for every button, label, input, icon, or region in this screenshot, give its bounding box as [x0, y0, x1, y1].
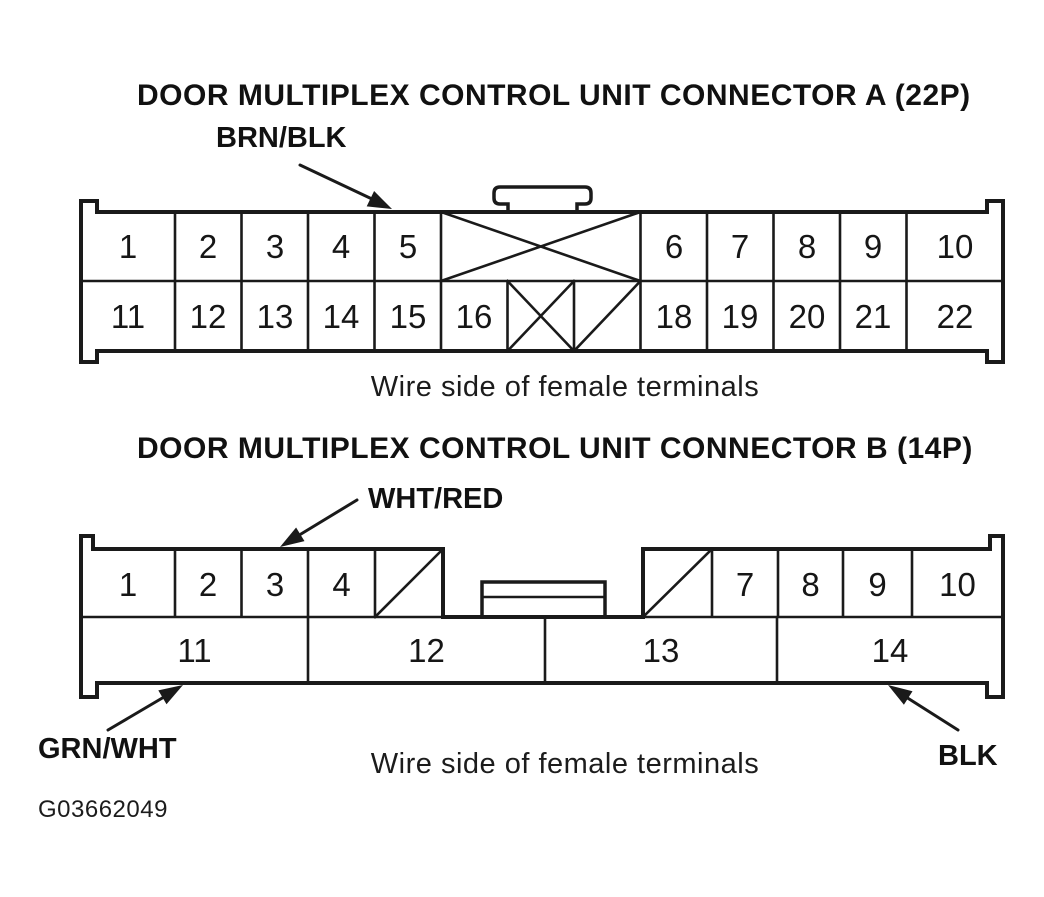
figure-id: G03662049: [38, 796, 168, 823]
grn-wht-arrow-line: [106, 695, 166, 732]
connector-b-wire-label-blk: BLK: [938, 740, 998, 772]
connector-b-pin-12: 12: [408, 632, 445, 669]
connector-a-pin-21: 21: [855, 298, 892, 335]
connector-b-pin-1: 1: [119, 566, 137, 603]
grn-wht-arrowhead-icon: [158, 685, 183, 705]
connector-b-pin-2: 2: [199, 566, 217, 603]
connector-a-pin-13: 13: [257, 298, 294, 335]
connector-a-pin-9: 9: [864, 228, 882, 265]
connector-a-pin-4: 4: [332, 228, 350, 265]
connector-a-latch-tab: [492, 185, 593, 212]
connector-b-pin-4: 4: [332, 566, 350, 603]
wht-red-arrow-line: [299, 498, 359, 536]
connector-b-pin-7: 7: [736, 566, 754, 603]
connector-b-pin-9: 9: [868, 566, 886, 603]
connector-a-pin-grid: [79, 210, 1005, 353]
connector-b-pin-grid: [79, 547, 1005, 685]
wht-red-arrowhead-icon: [280, 527, 305, 547]
connector-b-wire-label-wht-red: WHT/RED: [368, 483, 504, 515]
connector-b-pin-14: 14: [872, 632, 909, 669]
connector-a-pin-6: 6: [665, 228, 683, 265]
connector-b-blocked-cavity-marks: [373, 547, 714, 619]
connector-b-pin-10: 10: [939, 566, 976, 603]
connector-a-pin-19: 19: [722, 298, 759, 335]
wht-red-arrow: [280, 498, 359, 547]
connector-a-pin-5: 5: [399, 228, 417, 265]
brn-blk-arrow: [298, 163, 392, 209]
connector-b-center-key: [480, 580, 607, 619]
connector-a-title: DOOR MULTIPLEX CONTROL UNIT CONNECTOR A …: [137, 79, 971, 112]
connector-a-pin-2: 2: [199, 228, 217, 265]
connector-a-pin-10: 10: [937, 228, 974, 265]
blk-arrow-line: [904, 695, 960, 732]
connector-b-center-key-outline: [480, 580, 607, 619]
connector-b-pin-13: 13: [643, 632, 680, 669]
connector-a-wire-label-brn-blk: BRN/BLK: [216, 122, 347, 154]
connector-a-caption: Wire side of female terminals: [370, 371, 760, 403]
connector-b-wire-label-grn-wht: GRN/WHT: [38, 733, 177, 765]
connector-a-pin-8: 8: [798, 228, 816, 265]
connector-a-blocked-cavity-marks: [439, 210, 643, 353]
grn-wht-arrow: [106, 685, 183, 732]
connector-b-pin-3: 3: [266, 566, 284, 603]
blk-arrowhead-icon: [888, 685, 913, 705]
connector-a-pin-7: 7: [731, 228, 749, 265]
connector-a-pin-15: 15: [390, 298, 427, 335]
connector-b-diagram: 1 2 3 4 7 8 9 10 11 12 13 14: [79, 498, 1005, 732]
brn-blk-arrowhead-icon: [366, 191, 392, 209]
connector-a-pin-20: 20: [789, 298, 826, 335]
connector-a-pin-11: 11: [111, 298, 145, 335]
connector-a-pin-18: 18: [656, 298, 693, 335]
brn-blk-arrow-line: [298, 163, 374, 201]
connector-b-pin-11: 11: [177, 632, 211, 669]
connector-a-pin-16: 16: [456, 298, 493, 335]
connector-a-pin-1: 1: [119, 228, 137, 265]
connector-b-pin-8: 8: [801, 566, 819, 603]
connector-a-pin-12: 12: [190, 298, 227, 335]
blk-arrow: [888, 685, 960, 732]
connector-a-diagram: 1 2 3 4 5 6 7 8 9 10 11 12 13 14 15 16 1…: [79, 163, 1005, 364]
connector-a-housing-outline: [79, 199, 1005, 364]
connector-a-pin-3: 3: [266, 228, 284, 265]
connector-a-pin-14: 14: [323, 298, 360, 335]
connector-a-pin-22: 22: [937, 298, 974, 335]
connector-b-title: DOOR MULTIPLEX CONTROL UNIT CONNECTOR B …: [137, 432, 973, 465]
connector-b-caption: Wire side of female terminals: [370, 748, 760, 780]
